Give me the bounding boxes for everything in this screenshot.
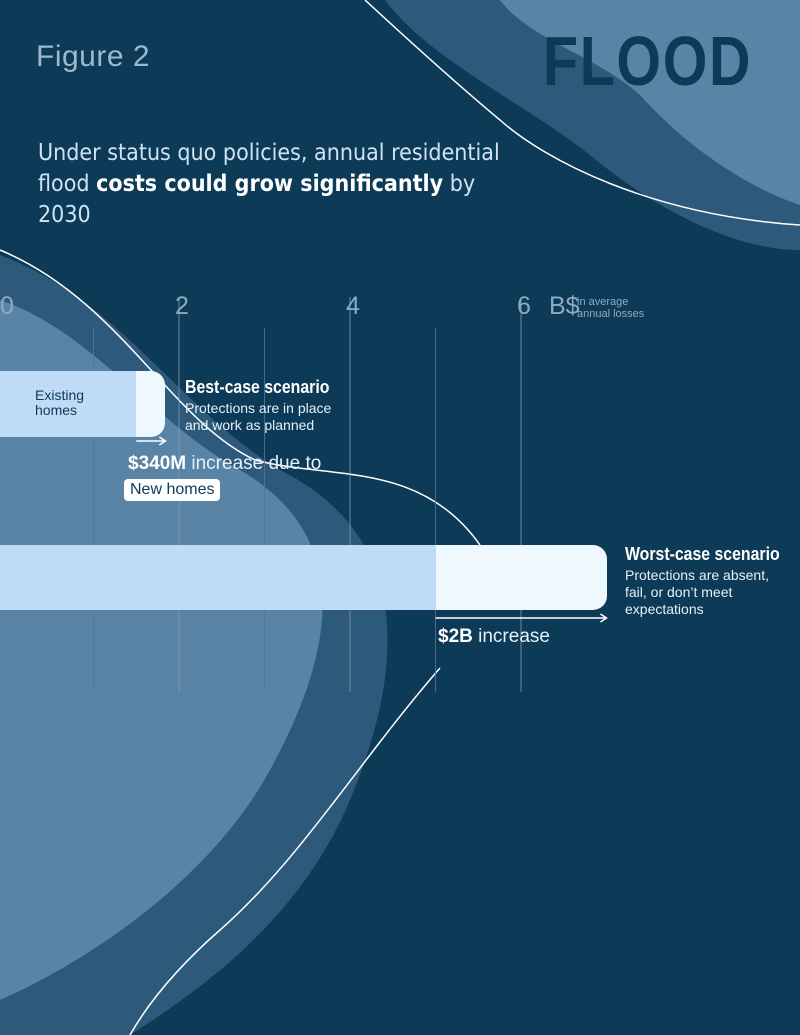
best-case-title: Best-case scenario <box>185 377 330 397</box>
bar-existing-best <box>0 371 137 437</box>
bar-new-worst <box>435 545 607 610</box>
new-homes-label: New homes <box>124 479 221 501</box>
figure-label: Figure 2 <box>36 40 151 73</box>
increase-arrow-head-1 <box>600 613 608 623</box>
headline-emphasis: costs could grow significantly <box>96 171 444 197</box>
bar-existing-worst <box>0 545 436 610</box>
curve-line-main <box>0 249 481 546</box>
headline-part2: by 2030 <box>38 171 476 228</box>
unit-note: in average annual losses <box>577 296 645 320</box>
best-case-description: Protections are in place and work as pla… <box>185 400 332 433</box>
headline-part1: Under status quo policies, annual reside… <box>38 140 500 197</box>
best-case-increase: $340M increase due to <box>128 453 321 475</box>
worst-case-description: Protections are absent, fail, or don’t m… <box>625 567 769 617</box>
worst-case-title: Worst-case scenario <box>625 544 780 564</box>
tick-label-0: 0 <box>0 292 14 320</box>
bar-new-best <box>136 371 166 437</box>
best-case-increase-text: increase due to <box>186 453 322 474</box>
brand-word: FLOOD <box>543 22 753 100</box>
wave-top-right-light <box>500 0 800 205</box>
existing-homes-label: Existing homes <box>35 387 85 418</box>
increase-arrow-head-0 <box>158 436 167 446</box>
curve-line-top <box>364 0 800 226</box>
headline: Under status quo policies, annual reside… <box>38 138 506 231</box>
tick-label-6: 6 <box>517 292 531 320</box>
tick-label-2: 2 <box>175 292 189 320</box>
worst-case-increase-amount: $2B <box>438 626 473 647</box>
best-case-increase-amount: $340M <box>128 453 187 474</box>
curve-line-lower <box>129 667 441 1035</box>
worst-case-increase-text: increase <box>472 626 550 647</box>
tick-label-4: 4 <box>346 292 360 320</box>
wave-left-light <box>0 300 323 1000</box>
worst-case-increase: $2B increase <box>438 626 550 648</box>
unit-label: B$ <box>549 292 580 320</box>
